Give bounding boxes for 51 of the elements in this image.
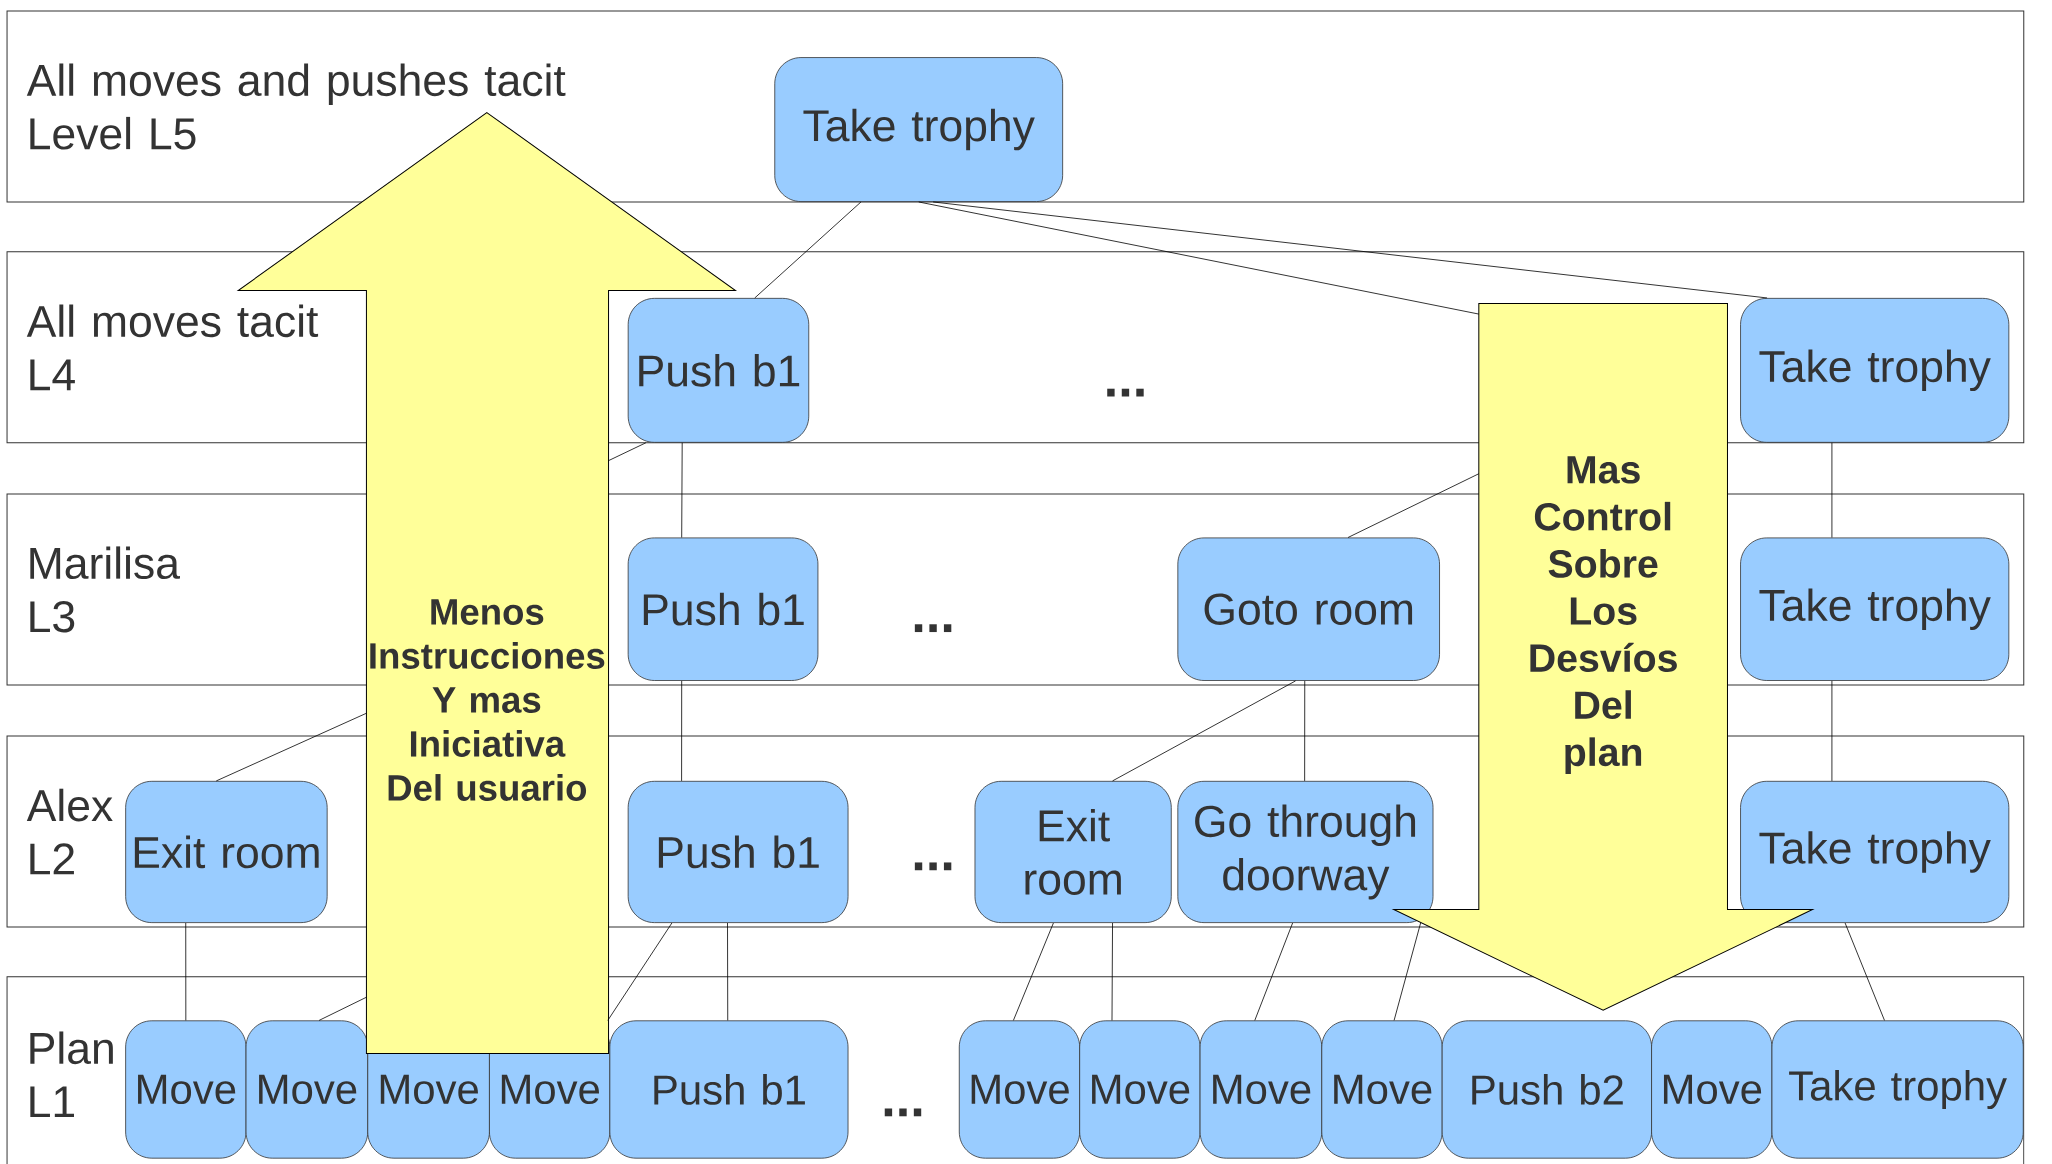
task-box: Move [1321,1020,1443,1159]
task-box: Take trophy [1740,537,2010,681]
connector-line [608,442,647,462]
task-box: Move [245,1020,369,1159]
node-label: Move [259,1074,357,1105]
ellipsis: ... [914,862,952,871]
connector-line [1304,680,1306,782]
connector-line [1013,922,1054,1021]
connector-line [1111,922,1113,1021]
connector-line [1112,680,1296,782]
connector-line [754,201,862,299]
task-box: Take trophy [1740,297,2010,443]
node-label: Move [1663,1074,1762,1105]
connector-line [1347,473,1480,538]
connector-line [607,922,673,1021]
ellipsis: ... [1107,388,1144,397]
task-box: Exit room [974,780,1172,923]
connector-line [681,680,683,782]
task-box: Move [958,1020,1081,1159]
task-box: Take trophy [774,57,1064,202]
ellipsis: ... [914,624,952,633]
task-box: Goto room [1177,537,1440,681]
task-box: Move [1199,1020,1323,1159]
task-box: Take trophy [1740,780,2010,923]
connector-line [1831,680,1833,782]
task-box: Take trophy [1771,1020,2024,1159]
connector-line [215,712,367,782]
task-box: Go through doorway [1177,780,1434,923]
task-box: Push b1 [627,297,810,443]
connector-line [681,442,683,538]
task-box: Move [1651,1020,1773,1159]
connector-line [1393,922,1421,1021]
node-label: Push b2 [1472,1074,1623,1105]
task-box: Move [125,1020,247,1159]
connector-line [1844,922,1885,1021]
node-label: Move [971,1074,1069,1105]
node-label: Move [1213,1074,1311,1105]
connector-line [318,996,367,1021]
task-box: Push b1 [627,537,819,681]
connector-line [918,201,1480,315]
task-box: Exit room [125,780,328,923]
task-box: Push b1 [609,1020,849,1159]
task-box: Push b1 [627,780,849,923]
ellipsis: ... [884,1108,922,1117]
connector-line [727,922,729,1021]
connector-line [1254,922,1293,1021]
connector-line [185,922,187,1021]
task-box: Move [1079,1020,1201,1159]
connector-line [1831,442,1833,538]
task-box: Push b2 [1441,1020,1652,1159]
connector-line [932,201,1768,299]
